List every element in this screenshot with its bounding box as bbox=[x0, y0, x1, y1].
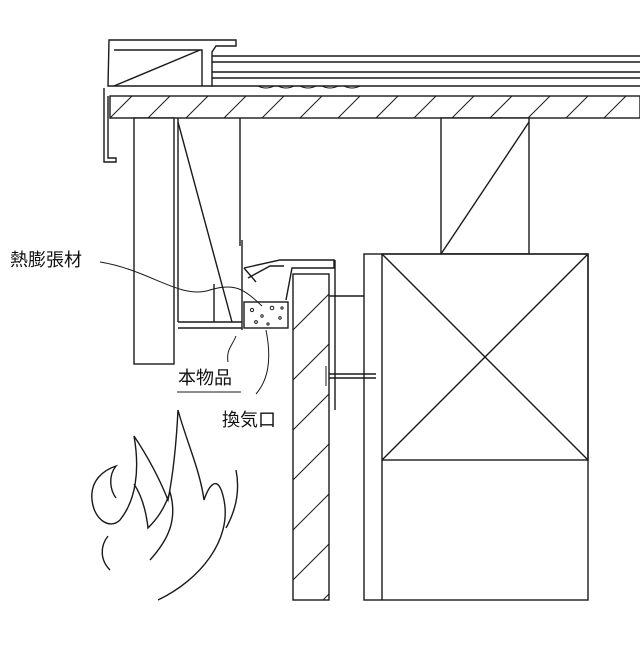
ceiling-beam bbox=[441, 118, 529, 254]
roof-panel bbox=[212, 56, 640, 88]
fire-flame-icon bbox=[92, 410, 238, 600]
label-intumescent-material: 熱膨張材 bbox=[10, 250, 82, 271]
exterior-wall bbox=[293, 260, 364, 630]
label-this-product: 本物品 bbox=[178, 368, 232, 389]
column-post bbox=[364, 254, 588, 600]
label-vent-opening: 換気口 bbox=[222, 410, 276, 431]
roof-sheathing-board bbox=[110, 96, 640, 118]
intumescent-material-block bbox=[244, 302, 288, 328]
rafter-beam bbox=[134, 118, 174, 364]
